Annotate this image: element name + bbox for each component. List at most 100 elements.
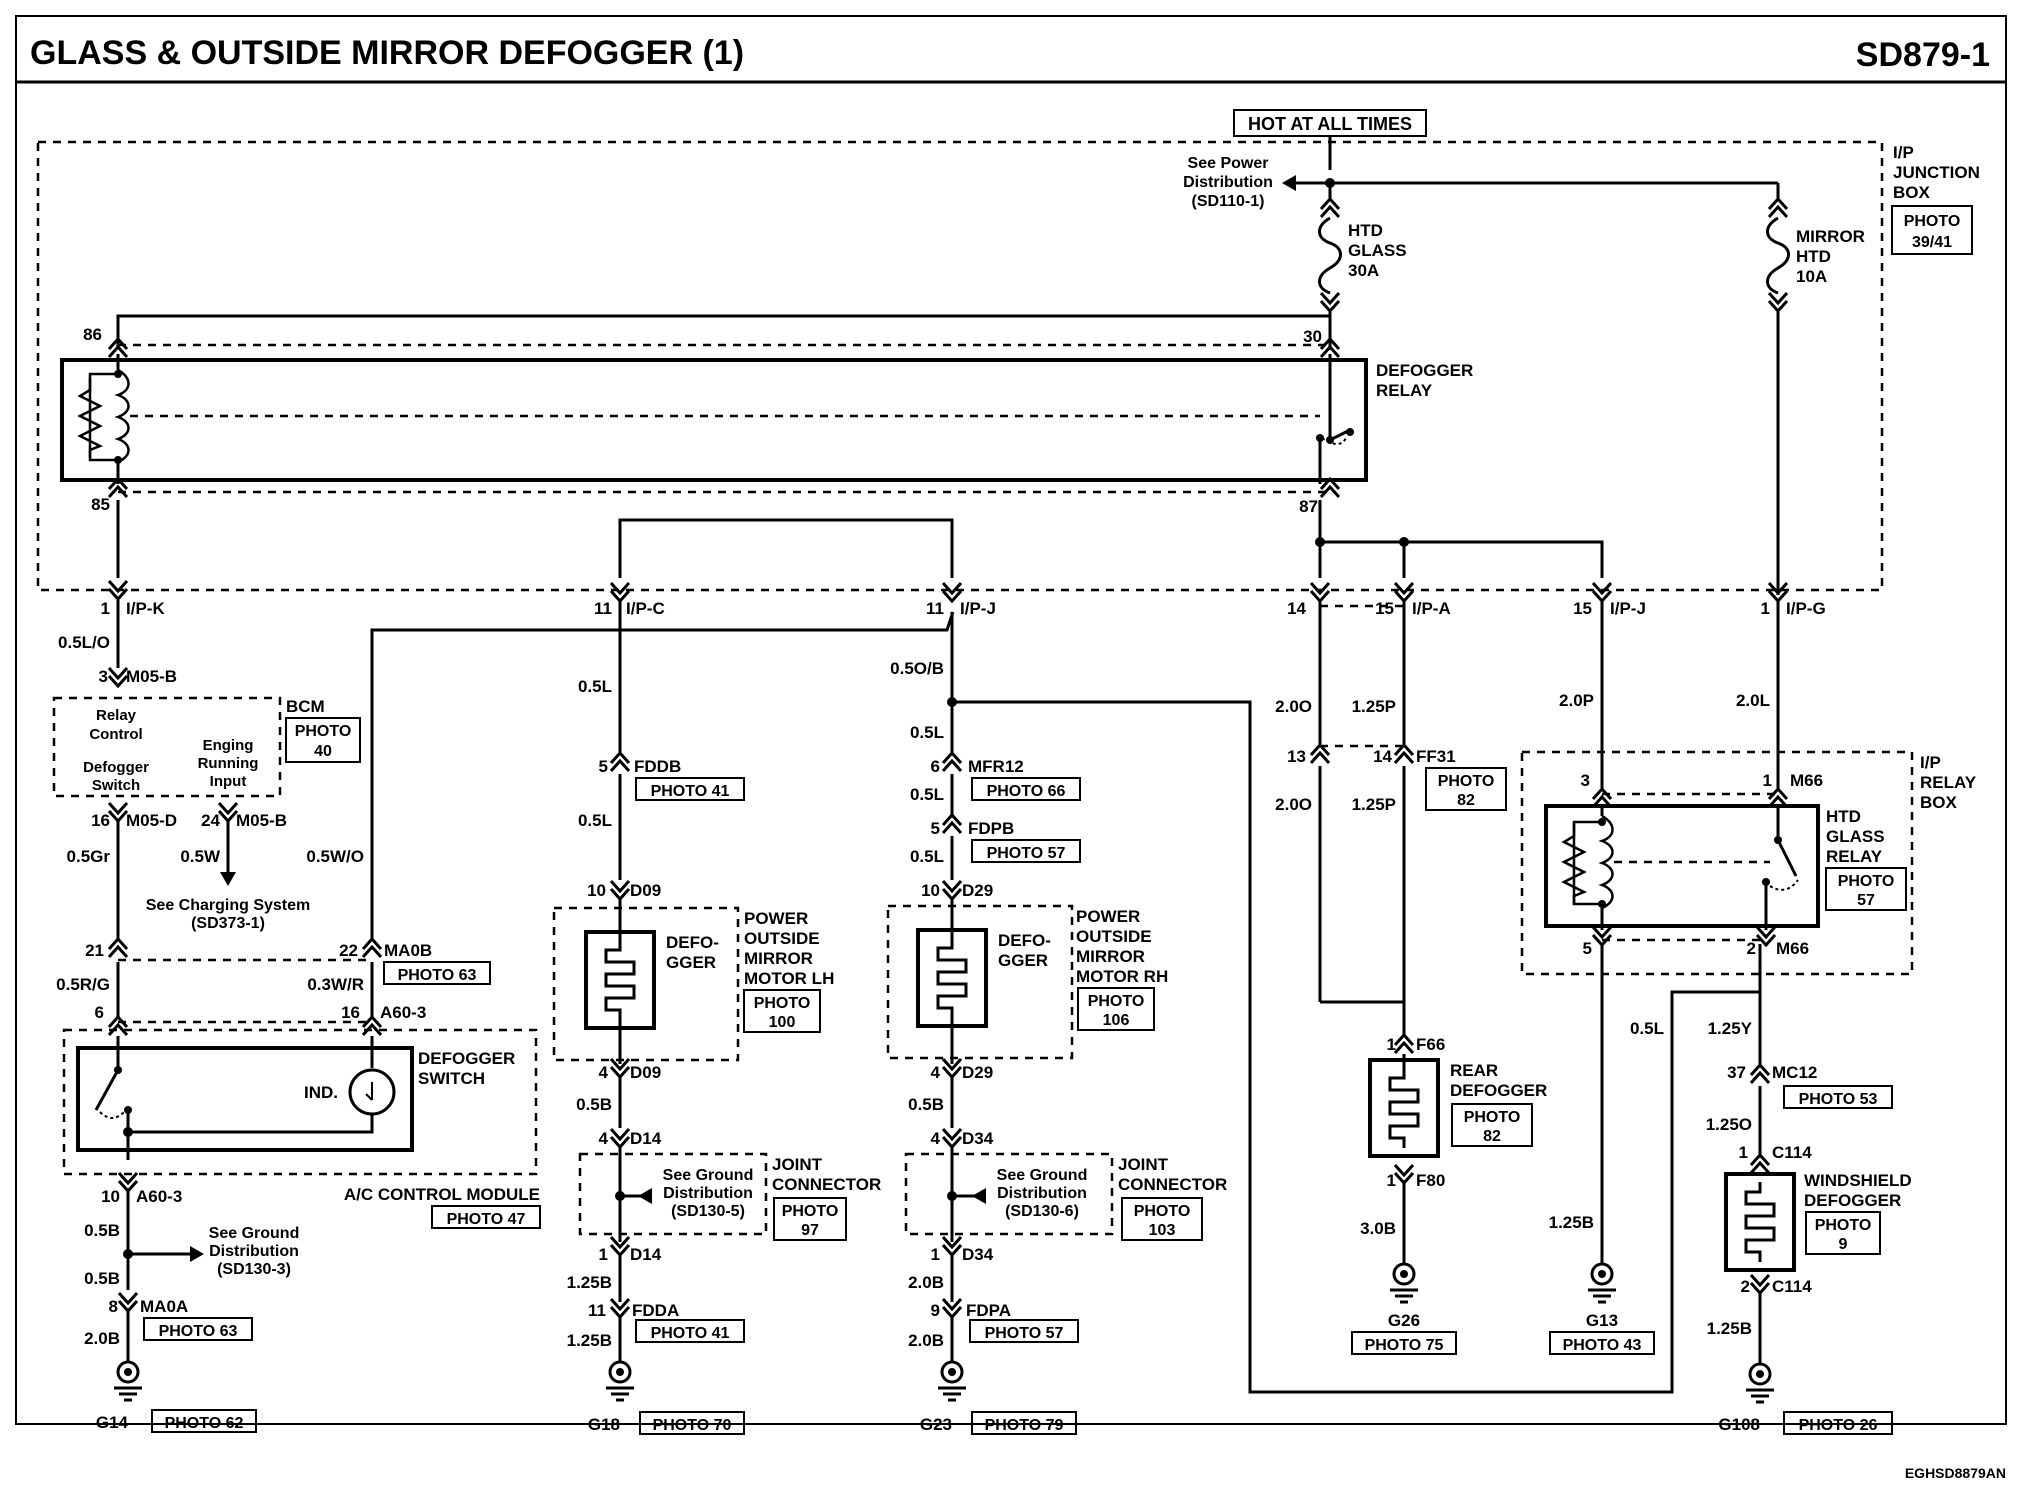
hot-at-all-times-label: HOT AT ALL TIMES	[1248, 114, 1412, 134]
ip-relay-box-outline	[1520, 750, 1914, 976]
ground-g18-name: G18	[588, 1415, 620, 1434]
windshield-label-2: DEFOGGER	[1804, 1191, 1901, 1210]
bcm-photo-1: PHOTO	[295, 723, 352, 740]
mirror-rh-photo-1: PHOTO	[1088, 993, 1145, 1010]
rear-defogger-icon	[1388, 1066, 1420, 1150]
htd-relay-coil	[1600, 814, 1614, 910]
f66-name: F66	[1416, 1035, 1445, 1054]
ff31-pin: 14	[1373, 747, 1392, 766]
ipj-pin: 11	[926, 599, 944, 618]
ip-junction-photo-1: PHOTO	[1904, 213, 1961, 230]
wire-05Gr: 0.5Gr	[67, 847, 111, 866]
wire-05RG: 0.5R/G	[56, 975, 110, 994]
d29b-pin: 4	[931, 1063, 941, 1082]
bcm-relay-control-2: Control	[89, 726, 142, 743]
wire-20L: 2.0L	[1736, 691, 1770, 710]
see-power-3: (SD110-1)	[1192, 193, 1265, 210]
ground-g26-name: G26	[1388, 1311, 1420, 1330]
wire-20O-2: 2.0O	[1275, 795, 1312, 814]
bcm-engine-3: Input	[210, 773, 247, 790]
d34a-name: D34	[962, 1129, 994, 1148]
see-ground-1-line3: (SD130-3)	[217, 1261, 291, 1278]
d14b-pin: 1	[599, 1245, 608, 1264]
mirror-rh-label-2: OUTSIDE	[1076, 927, 1152, 946]
m66a-pin: 1	[1763, 771, 1772, 790]
see-charging-1: See Charging System	[146, 897, 311, 914]
htd-fuse-label-1: HTD	[1348, 221, 1383, 240]
ipa-pin: 15	[1375, 599, 1394, 618]
mirror-lh-label-2: OUTSIDE	[744, 929, 820, 948]
ground-g108-icon	[1744, 1362, 1776, 1404]
mfr12-photo: PHOTO 66	[987, 783, 1066, 800]
fddb-pin: 5	[599, 757, 608, 776]
htd-relay-photo-1: PHOTO	[1838, 873, 1895, 890]
ff31-name: FF31	[1416, 747, 1456, 766]
m66b-pin: 2	[1747, 939, 1756, 958]
ip-relay-box-label-1: I/P	[1920, 753, 1941, 772]
windshield-label-1: WINDSHIELD	[1804, 1171, 1912, 1190]
indicator-label: IND.	[304, 1083, 338, 1102]
ground-g26-photo: PHOTO 75	[1365, 1337, 1444, 1354]
d09a-pin: 10	[587, 881, 606, 900]
bcm-outline	[52, 696, 282, 798]
fdpa-name: FDPA	[966, 1301, 1011, 1320]
m66a-name: M66	[1790, 771, 1823, 790]
bcm-defogger-switch-1: Defogger	[83, 759, 149, 776]
f66-pin: 1	[1387, 1035, 1396, 1054]
d34a-pin: 4	[931, 1129, 941, 1148]
wire-30B: 3.0B	[1360, 1219, 1396, 1238]
fdpb-name: FDPB	[968, 819, 1014, 838]
fddb-photo: PHOTO 41	[651, 783, 730, 800]
relay-pin-87: 87	[1299, 497, 1318, 516]
defogger-relay-label-1: DEFOGGER	[1376, 361, 1473, 380]
f80-name: F80	[1416, 1171, 1445, 1190]
ma0a-photo: PHOTO 63	[159, 1323, 238, 1340]
wire-05B-rh: 0.5B	[908, 1095, 944, 1114]
mirror-lh-photo-2: 100	[769, 1014, 796, 1031]
htd-fuse-label-3: 30A	[1348, 261, 1379, 280]
ip-junction-box-outline	[36, 140, 1884, 592]
fdda-name: FDDA	[632, 1301, 679, 1320]
ground-g13-icon	[1586, 1262, 1618, 1304]
mirror-lh-outline	[552, 906, 740, 1062]
ma0b-pin: 22	[339, 941, 358, 960]
wire-125O: 1.25O	[1706, 1115, 1752, 1134]
mirror-rh-label-1: POWER	[1076, 907, 1140, 926]
relay-pin-86: 86	[83, 325, 102, 344]
rear-defogger-label-1: REAR	[1450, 1061, 1498, 1080]
wire-05L-rh3: 0.5L	[910, 847, 944, 866]
ma0b-photo: PHOTO 63	[398, 967, 477, 984]
mirror-rh-photo-2: 106	[1103, 1012, 1130, 1029]
d34b-name: D34	[962, 1245, 994, 1264]
mirror-fuse-label-2: HTD	[1796, 247, 1831, 266]
ff31-photo-1: PHOTO	[1438, 773, 1495, 790]
windshield-photo-1: PHOTO	[1815, 1217, 1872, 1234]
joint1-label-1: JOINT	[772, 1155, 823, 1174]
mirror-rh-label-4: MOTOR RH	[1076, 967, 1168, 986]
wire-05L-rh2: 0.5L	[910, 785, 944, 804]
d09b-pin: 4	[599, 1063, 609, 1082]
defogger-switch-label-2: SWITCH	[418, 1069, 485, 1088]
defogger-switch-body	[76, 1046, 414, 1152]
wire-20B-rh1: 2.0B	[908, 1273, 944, 1292]
ip-relay-box-label-2: RELAY	[1920, 773, 1977, 792]
pin-21: 21	[85, 941, 104, 960]
m05b-name: M05-B	[126, 667, 177, 686]
ground-g23-photo: PHOTO 79	[985, 1417, 1064, 1434]
mirror-lh-photo-1: PHOTO	[754, 995, 811, 1012]
ip14-pin: 14	[1287, 599, 1306, 618]
rear-defogger-photo-2: 82	[1483, 1128, 1501, 1145]
wire-03WR: 0.3W/R	[307, 975, 364, 994]
htd-relay-photo-2: 57	[1857, 892, 1875, 909]
d09a-name: D09	[630, 881, 661, 900]
windshield-defogger-body	[1724, 1172, 1796, 1272]
htd-relay-label-1: HTD	[1826, 807, 1861, 826]
wire-125Y: 1.25Y	[1708, 1019, 1753, 1038]
m05d-pin: 16	[91, 811, 110, 830]
ipk-name: I/P-K	[126, 599, 165, 618]
ff31-photo-2: 82	[1457, 792, 1475, 809]
ground-g18-photo: PHOTO 70	[653, 1417, 732, 1434]
wire-05LO: 0.5L/O	[58, 633, 110, 652]
ground-g13-name: G13	[1586, 1311, 1618, 1330]
ground-g23-icon	[936, 1360, 968, 1402]
